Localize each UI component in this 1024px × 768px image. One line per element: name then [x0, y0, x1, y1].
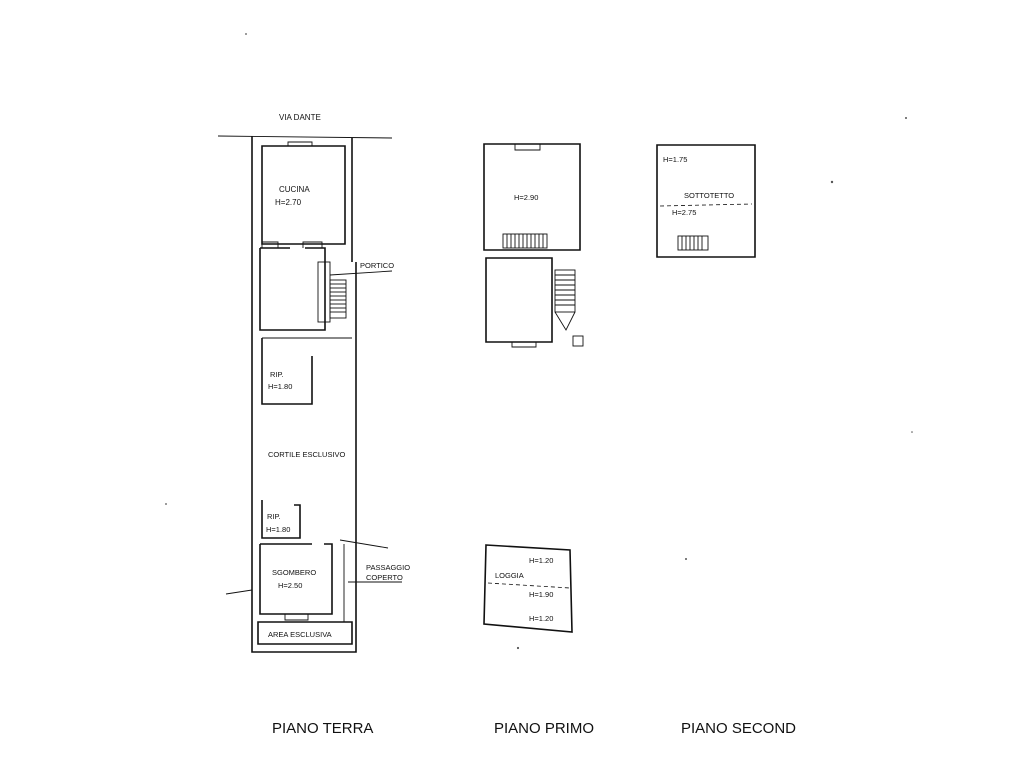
room-loggia — [483, 544, 573, 633]
portico-leader — [329, 270, 393, 276]
scan-specks — [165, 33, 913, 650]
second-floor-plan: H=1.75 SOTTOTETTO H=2.75 PIANO SECOND — [656, 144, 796, 737]
left-edge-line — [225, 589, 253, 595]
street-line — [217, 135, 393, 139]
stairs-second — [677, 235, 709, 251]
second-height-mid: H=2.75 — [672, 208, 696, 217]
room-rip-2 — [261, 500, 301, 539]
rip2-label: RIP. — [267, 512, 281, 521]
room-sottotetto — [656, 144, 756, 258]
loggia-label: LOGGIA — [495, 571, 524, 580]
passaggio-top-line — [339, 539, 389, 549]
sgombero-height: H=2.50 — [278, 581, 302, 590]
stairs-first-upper — [502, 233, 548, 249]
stairs-ground — [317, 261, 347, 323]
second-height-top: H=1.75 — [663, 155, 687, 164]
loggia-height-3: H=1.20 — [529, 614, 553, 623]
room-cucina — [261, 145, 346, 245]
loggia-height-1: H=1.20 — [529, 556, 553, 565]
piano-primo-title: PIANO PRIMO — [494, 720, 594, 737]
street-label: VIA DANTE — [279, 113, 321, 122]
rip2-height: H=1.80 — [266, 525, 290, 534]
portico-label: PORTICO — [360, 261, 394, 270]
room-sgombero — [259, 543, 333, 615]
window-first-lower — [511, 342, 537, 348]
passaggio-label-1: PASSAGGIO — [366, 563, 410, 572]
room-first-lower — [485, 257, 553, 343]
door-middle — [261, 241, 279, 248]
window-first-upper — [514, 144, 541, 151]
room-first-upper — [483, 143, 581, 251]
room-rip-1 — [261, 338, 313, 405]
sgombero-label: SGOMBERO — [272, 568, 316, 577]
loggia-height-2: H=1.90 — [529, 590, 553, 599]
first-floor-plan: H=2.90 — [483, 143, 594, 737]
sottotetto-dashed-line — [659, 203, 753, 207]
window-cucina — [287, 141, 313, 146]
sottotetto-label: SOTTOTETTO — [684, 191, 734, 200]
cortile-label: CORTILE ESCLUSIVO — [268, 450, 346, 459]
loggia-dashed-line — [487, 582, 571, 589]
piano-terra-title: PIANO TERRA — [272, 720, 373, 737]
cucina-height: H=2.70 — [275, 198, 302, 207]
door-middle-2 — [302, 241, 323, 248]
area-esclusiva-box — [257, 621, 353, 645]
stairs-first-lower — [554, 269, 576, 331]
piano-secondo-title: PIANO SECOND — [681, 720, 796, 737]
room-ground-middle — [259, 247, 326, 331]
rip1-height: H=1.80 — [268, 382, 292, 391]
passaggio-label-2: COPERTO — [366, 573, 403, 582]
outer-wall — [251, 136, 357, 653]
ground-floor-plan: VIA DANTE CUCINA H=2.70 PORTICO — [217, 113, 410, 737]
first-room-height: H=2.90 — [514, 193, 538, 202]
cucina-label: CUCINA — [279, 185, 310, 194]
window-sgombero — [284, 614, 309, 621]
small-square — [572, 335, 584, 347]
area-label: AREA ESCLUSIVA — [268, 630, 332, 639]
rip1-label: RIP. — [270, 370, 284, 379]
